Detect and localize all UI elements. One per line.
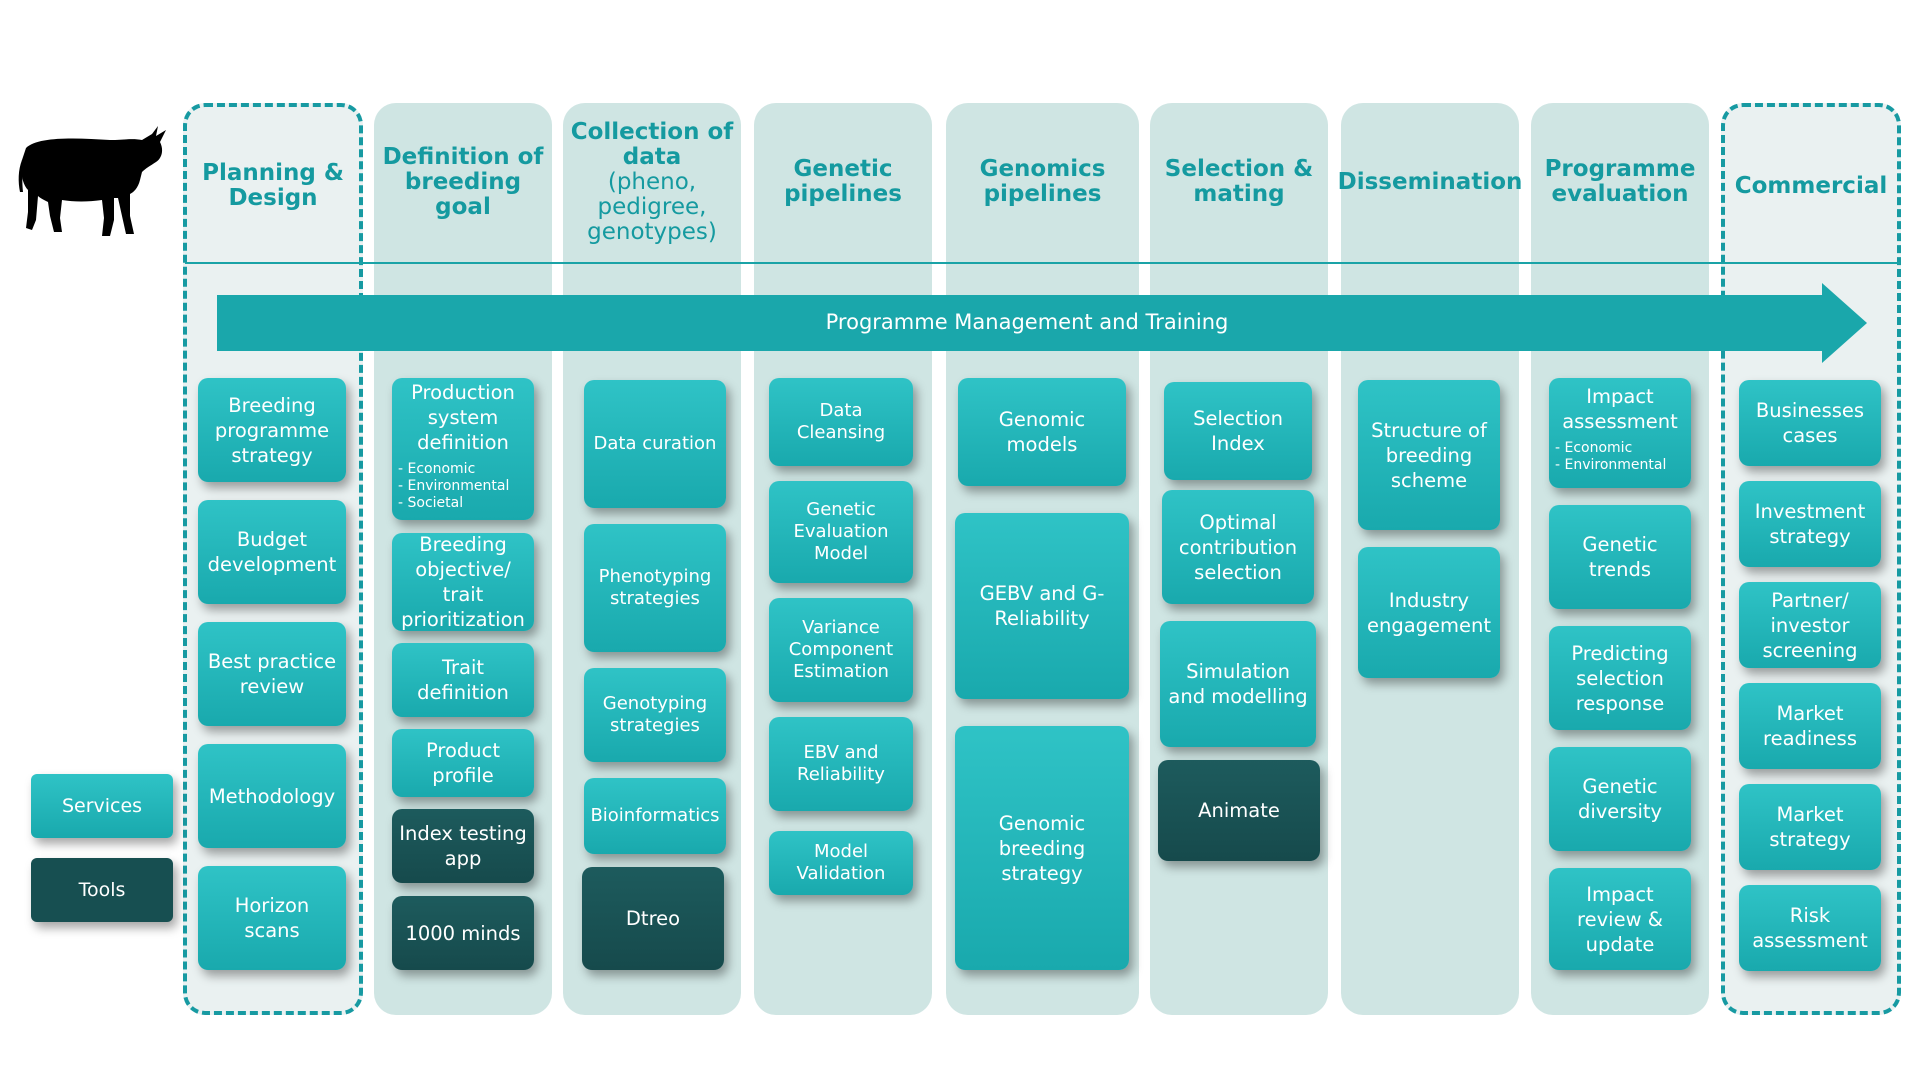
column-subtitle: (pheno, pedigree, genotypes) <box>587 168 717 245</box>
service-box: Bioinformatics <box>584 778 726 854</box>
service-box: Selection Index <box>1164 382 1312 480</box>
service-box: Production system definition - Economic … <box>392 378 534 520</box>
service-box: Budget development <box>198 500 346 604</box>
service-box: Horizon scans <box>198 866 346 970</box>
service-box: Phenotyping strategies <box>584 524 726 652</box>
service-box: GEBV and G-Reliability <box>955 513 1129 699</box>
cow-silhouette-icon <box>18 120 168 244</box>
service-box: Impact assessment - Economic - Environme… <box>1549 378 1691 488</box>
service-box: Market strategy <box>1739 784 1881 870</box>
service-box: Partner/ investor screening <box>1739 582 1881 668</box>
service-box: Genetic trends <box>1549 505 1691 609</box>
legend-services: Services <box>31 774 173 838</box>
service-box: Genomic models <box>958 378 1126 486</box>
column-title: Programme evaluation <box>1544 156 1696 207</box>
service-box: EBV and Reliability <box>769 717 913 811</box>
service-box: Optimal contribution selection <box>1162 490 1314 604</box>
service-box: Impact review & update <box>1549 868 1691 970</box>
tool-box: Index testing app <box>392 809 534 883</box>
service-box: Data Cleansing <box>769 378 913 466</box>
tool-box: Animate <box>1158 760 1320 861</box>
column-title: Genetic pipelines <box>784 156 902 207</box>
service-box: Industry engagement <box>1358 547 1500 678</box>
service-box: Genomic breeding strategy <box>955 726 1129 970</box>
service-box: Structure of breeding scheme <box>1358 380 1500 530</box>
service-box: Businesses cases <box>1739 380 1881 466</box>
service-box: Genotyping strategies <box>584 668 726 762</box>
column-title: Commercial <box>1734 172 1888 199</box>
column-title: Planning & Design <box>202 160 344 211</box>
column-title: Genomics pipelines <box>979 156 1106 207</box>
service-box: Data curation <box>584 380 726 508</box>
header-divider <box>185 262 1900 264</box>
service-box: Investment strategy <box>1739 481 1881 567</box>
service-box: Genetic Evaluation Model <box>769 481 913 583</box>
tool-box: Dtreo <box>582 867 724 970</box>
service-box: Model Validation <box>769 831 913 895</box>
service-box: Variance Component Estimation <box>769 598 913 702</box>
column-title: Selection & mating <box>1164 156 1314 207</box>
service-box: Trait definition <box>392 643 534 717</box>
banner-label: Programme Management and Training <box>825 310 1229 334</box>
service-box: Best practice review <box>198 622 346 726</box>
service-box: Product profile <box>392 729 534 797</box>
legend-tools: Tools <box>31 858 173 922</box>
service-box: Predicting selection response <box>1549 626 1691 730</box>
column-title: Collection of data <box>570 118 734 170</box>
service-box: Methodology <box>198 744 346 848</box>
column-title: Dissemination <box>1337 168 1523 195</box>
column-title: Definition of breeding goal <box>382 143 544 220</box>
service-box: Market readiness <box>1739 683 1881 769</box>
service-box: Simulation and modelling <box>1160 621 1316 747</box>
tool-box: 1000 minds <box>392 896 534 970</box>
service-box: Genetic diversity <box>1549 747 1691 851</box>
service-box: Breeding programme strategy <box>198 378 346 482</box>
service-box: Breeding objective/ trait prioritization <box>392 533 534 631</box>
service-box: Risk assessment <box>1739 885 1881 971</box>
right-arrow-icon <box>217 283 1869 367</box>
